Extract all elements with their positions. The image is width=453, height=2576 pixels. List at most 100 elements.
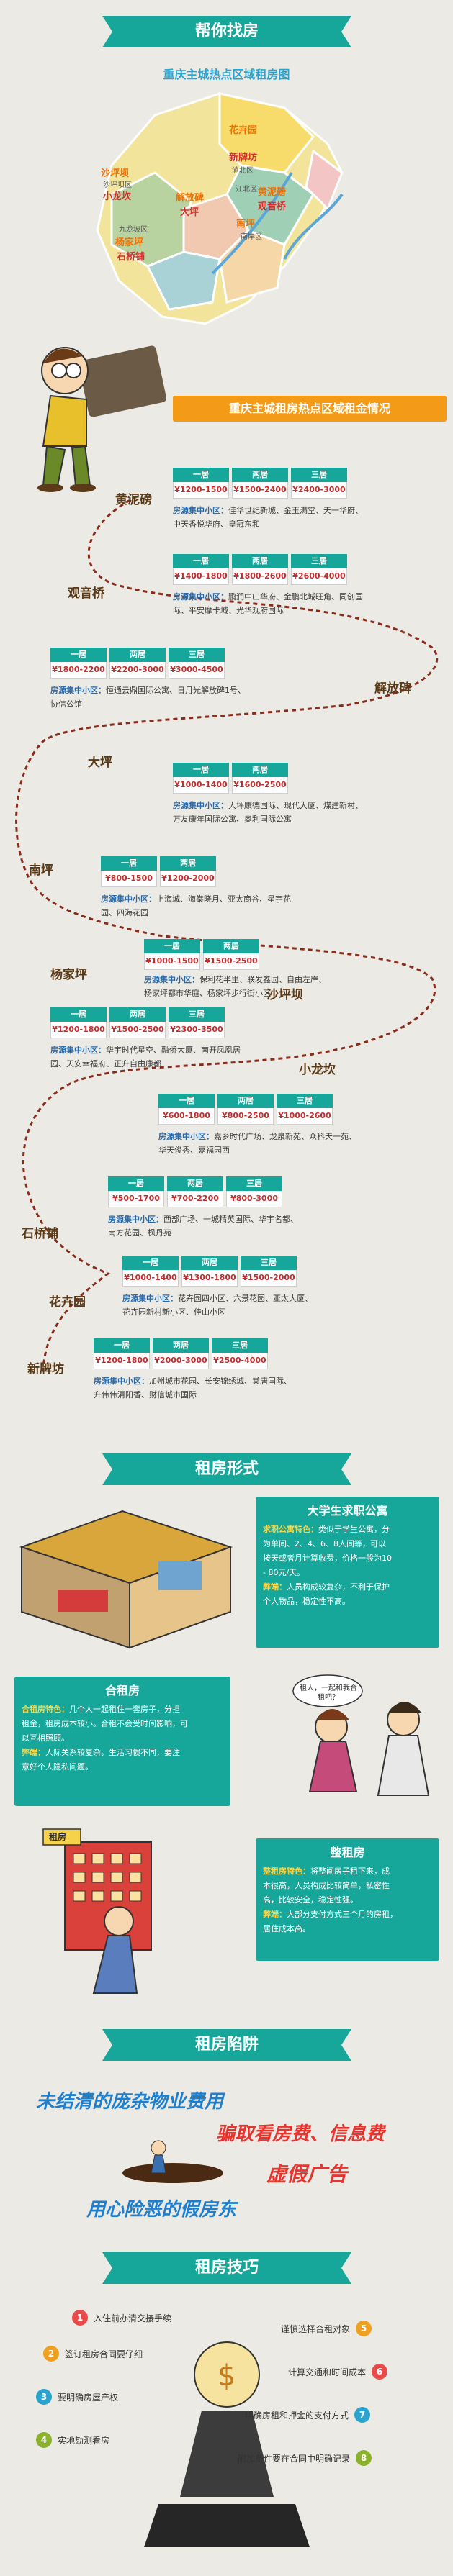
shared-text-4: 人际关系较复杂，生活习惯不同，要注 [45,1748,180,1757]
map-label-shapingba: 沙坪坝 [101,168,130,179]
shared-rent-desc: 合租房特色：几个人一起租住一套房子，分担 租金，租房成本较小。合租不会受时间影响… [14,1698,230,1779]
student-apartment-desc: 求职公寓特色：类似于学生公寓，分 为单间、2、4、6、8人间等，可以 按天或者月… [256,1518,439,1613]
info-line-1: 鹏润中山华府、金鹏北城旺角、同创国 [228,592,363,602]
info-xinpaifang: 房源集中小区：加州城市花园、长安锦绣城、棠唐国际、升伟伟清阳香、财信城市国际 [94,1374,292,1402]
info-label: 房源集中小区： [173,592,228,602]
price-box-one: 一居¥1000-1400 [173,763,229,794]
price-header-two: 两居 [232,554,288,568]
price-row-huangnibang: 一居¥1200-1500 两居¥1500-2400 三居¥2400-3000 [173,468,347,499]
price-header-three: 三居 [226,1176,282,1191]
price-header-one: 一居 [173,468,229,482]
price-value-one: ¥600-1800 [158,1108,215,1125]
svg-text:$: $ [217,2359,236,2393]
price-value-three: ¥1000-2600 [277,1108,333,1125]
info-label: 房源集中小区： [50,686,106,695]
info-guanyinqiao: 房源集中小区：鹏润中山华府、金鹏北城旺角、同创国际、平安摩卡城、光华观府国际 [173,590,363,617]
info-label: 房源集中小区： [173,506,228,515]
section-title-rent-trap: 租房陷阱 [102,2029,351,2061]
price-header-two: 两居 [181,1256,238,1270]
price-header-three: 三居 [291,468,347,482]
map-label-jiefangbei: 解放碑 [176,193,205,204]
price-box-one: 一居¥1000-1400 [122,1256,179,1287]
info-label: 房源集中小区： [144,975,199,984]
whole-text-5: 居住成本高。 [263,1924,310,1933]
price-header-two: 两居 [232,763,288,777]
info-line-2: 华天俊秀、嘉福园西 [158,1146,230,1155]
price-box-three: 三居¥1000-2600 [277,1094,333,1125]
student-feature-label: 求职公寓特色： [263,1525,318,1534]
rent-info-bar: 重庆主城租房热点区域租金情况 [173,396,447,422]
price-box-one: 一居¥800-1500 [101,856,157,887]
price-box-one: 一居¥1200-1800 [94,1338,150,1369]
info-label: 房源集中小区： [122,1294,178,1303]
stop-label-xinpaifang: 新牌坊 [27,1362,64,1377]
info-label: 房源集中小区： [101,894,156,904]
map-label-yubei: 渝北区 [232,167,254,175]
price-box-two: 两居¥1600-2500 [232,763,288,794]
price-header-one: 一居 [101,856,157,871]
student-text-5: 人员构成较复杂，不利于保护 [287,1582,390,1592]
info-label: 房源集中小区： [108,1215,163,1224]
shared-text-2: 租金，租房成本较小。合租不会受时间影响，可 [22,1719,188,1728]
price-box-one: 一居¥1000-1500 [144,939,200,970]
price-value-two: ¥1500-2500 [203,953,259,970]
price-value-three: ¥1500-2000 [241,1270,297,1287]
info-line-2: 杨家坪都市华庭、杨家坪步行街小区 [144,989,271,998]
info-line-1: 加州城市花园、长安锦绣城、棠唐国际、 [149,1377,292,1386]
tip-text: 计算交通和时间成本 [288,2367,367,2377]
student-text-3: 按天或者月计算收费，价格一般为10 [263,1554,392,1563]
pitfall-illustration [122,2140,223,2183]
stop-label-guanyinqiao: 观音桥 [68,586,104,601]
price-box-three: 三居¥2600-4000 [291,554,347,585]
info-daping: 房源集中小区：大坪康德国际、现代大厦、煤建新村、万友康年国际公寓、奥利国际公寓 [173,799,363,826]
info-line-2: 园、天安幸福府、正升自由康都 [50,1059,161,1069]
info-xiaolongkan: 房源集中小区：嘉乡时代广场、龙泉新苑、众科天一苑、华天俊秀、嘉福园西 [158,1130,356,1157]
whole-text-2: 本很高，人员构成比较简单，私密性 [263,1881,390,1890]
price-header-one: 一居 [158,1094,215,1108]
tip-6: 计算交通和时间成本 6 [288,2364,388,2380]
info-huahuiyuan: 房源集中小区：花卉园四小区、六景花园、亚太大厦、花卉园新村新小区、佳山小区 [122,1292,313,1319]
price-header-one: 一居 [122,1256,179,1270]
student-apartment-title: 大学生求职公寓 [307,1504,388,1518]
shared-text-3: 以互相照顾。 [22,1733,69,1743]
price-row-shiqiaopu: 一居¥500-1700 两居¥700-2200 三居¥800-3000 [108,1176,282,1207]
stop-label-daping: 大坪 [88,756,112,770]
shared-feature-label: 合租房特色： [22,1705,69,1714]
price-header-three: 三居 [241,1256,297,1270]
map-label-huangnibang: 黄泥磅 [258,187,287,198]
price-header-two: 两居 [153,1338,209,1353]
price-header-one: 一居 [94,1338,150,1353]
map-label-jiulongpo: 九龙坡区 [119,226,148,234]
price-header-one: 一居 [173,554,229,568]
price-value-two: ¥1600-2500 [232,777,288,794]
map-label-daping: 大坪 [180,207,199,218]
price-row-nanping: 一居¥800-1500 两居¥1200-2000 [101,856,216,887]
price-value-two: ¥700-2200 [167,1191,223,1207]
price-header-one: 一居 [50,648,107,662]
price-row-xiaolongkan: 一居¥600-1800 两居¥800-2500 三居¥1000-2600 [158,1094,333,1125]
price-header-one: 一居 [50,1007,107,1022]
price-header-two: 两居 [232,468,288,482]
tip-text: 入住前办清交接手续 [94,2313,172,2323]
map-subtitle: 重庆主城热点区域租房图 [163,68,290,81]
price-box-two: 两居¥1500-2500 [203,939,259,970]
info-line-1: 大坪康德国际、现代大厦、煤建新村、 [228,801,363,810]
price-box-two: 两居¥1500-2400 [232,468,288,499]
price-value-three: ¥3000-4500 [169,662,225,679]
price-row-huahuiyuan: 一居¥1000-1400 两居¥1300-1800 三居¥1500-2000 [122,1256,297,1287]
tip-number: 4 [36,2432,52,2448]
price-value-three: ¥2400-3000 [291,482,347,499]
tip-text: 谨慎选择合租对象 [281,2323,351,2334]
route-path [15,495,439,1375]
map-label-shapingba-district: 沙坪坝区 [103,181,132,189]
price-box-two: 两居¥2200-3000 [109,648,166,679]
tip-number: 6 [372,2364,388,2380]
info-label: 房源集中小区： [50,1046,106,1055]
price-value-two: ¥2200-3000 [109,662,166,679]
trap-false-ads: 虚假广告 [266,2162,348,2186]
map-label-shiqiaopu: 石桥铺 [117,252,145,263]
price-box-two: 两居¥1300-1800 [181,1256,238,1287]
whole-drawback-label: 弊端： [263,1910,287,1919]
map-label-xinpaifang: 新牌坊 [229,153,258,163]
